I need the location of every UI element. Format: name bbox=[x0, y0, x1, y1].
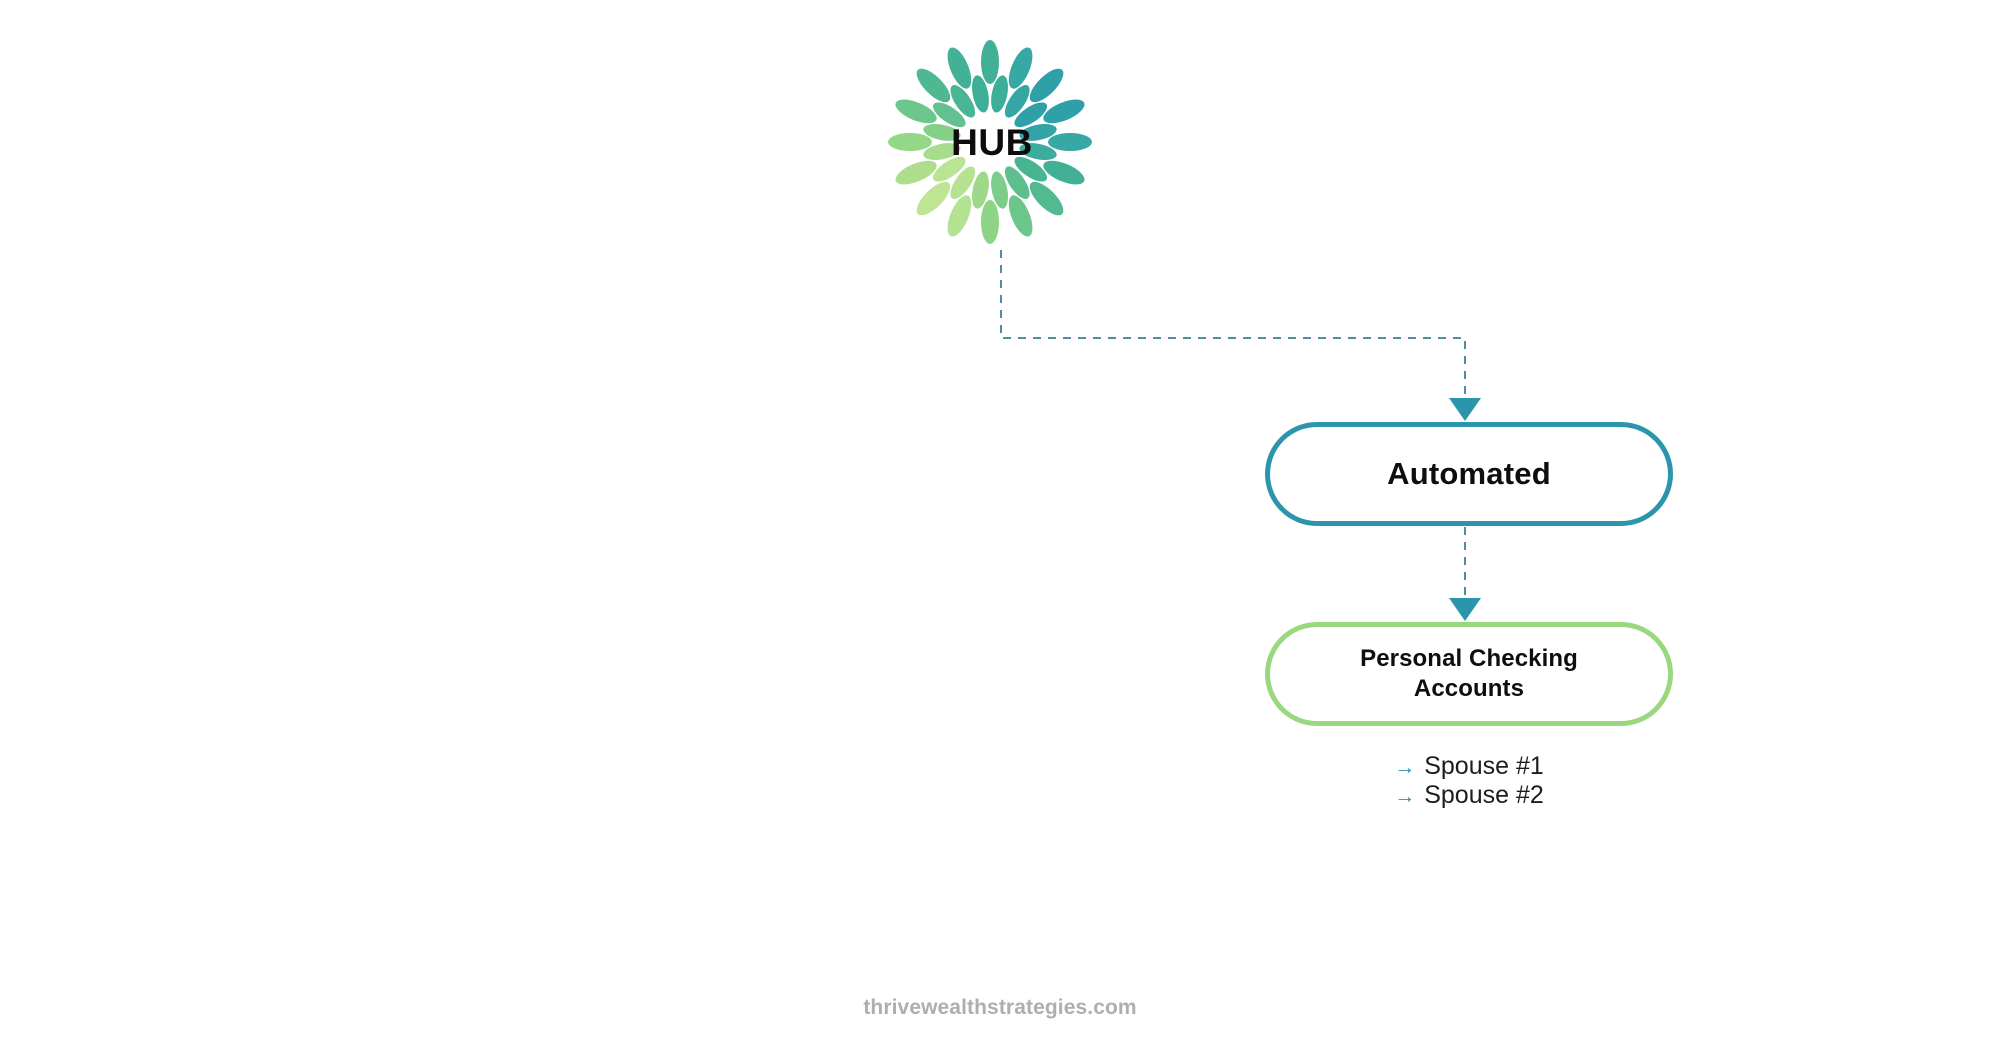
arrow-right-icon: → bbox=[1394, 784, 1416, 808]
checking-accounts-sublist: → Spouse #1 → Spouse #2 bbox=[1265, 752, 1673, 809]
list-item[interactable]: → Spouse #2 bbox=[1394, 781, 1544, 810]
arrowhead-automated bbox=[1449, 398, 1481, 421]
hub-node[interactable]: HUB bbox=[885, 33, 1095, 251]
hub-label: HUB bbox=[951, 121, 1033, 163]
list-item-label: Spouse #1 bbox=[1424, 752, 1544, 780]
list-item-label: Spouse #2 bbox=[1424, 780, 1544, 809]
arrowhead-checking bbox=[1449, 598, 1481, 621]
connector-hub-to-automated bbox=[1000, 250, 1466, 404]
node-personal-checking-accounts-label: Personal Checking Accounts bbox=[1360, 644, 1578, 702]
footer-website: thrivewealthstrategies.com bbox=[863, 996, 1137, 1019]
list-item[interactable]: → Spouse #1 bbox=[1394, 752, 1544, 781]
arrow-right-icon: → bbox=[1394, 756, 1416, 779]
node-automated-label: Automated bbox=[1387, 456, 1551, 491]
node-automated[interactable]: Automated bbox=[1265, 422, 1673, 526]
node-personal-checking-accounts[interactable]: Personal Checking Accounts bbox=[1265, 622, 1673, 726]
